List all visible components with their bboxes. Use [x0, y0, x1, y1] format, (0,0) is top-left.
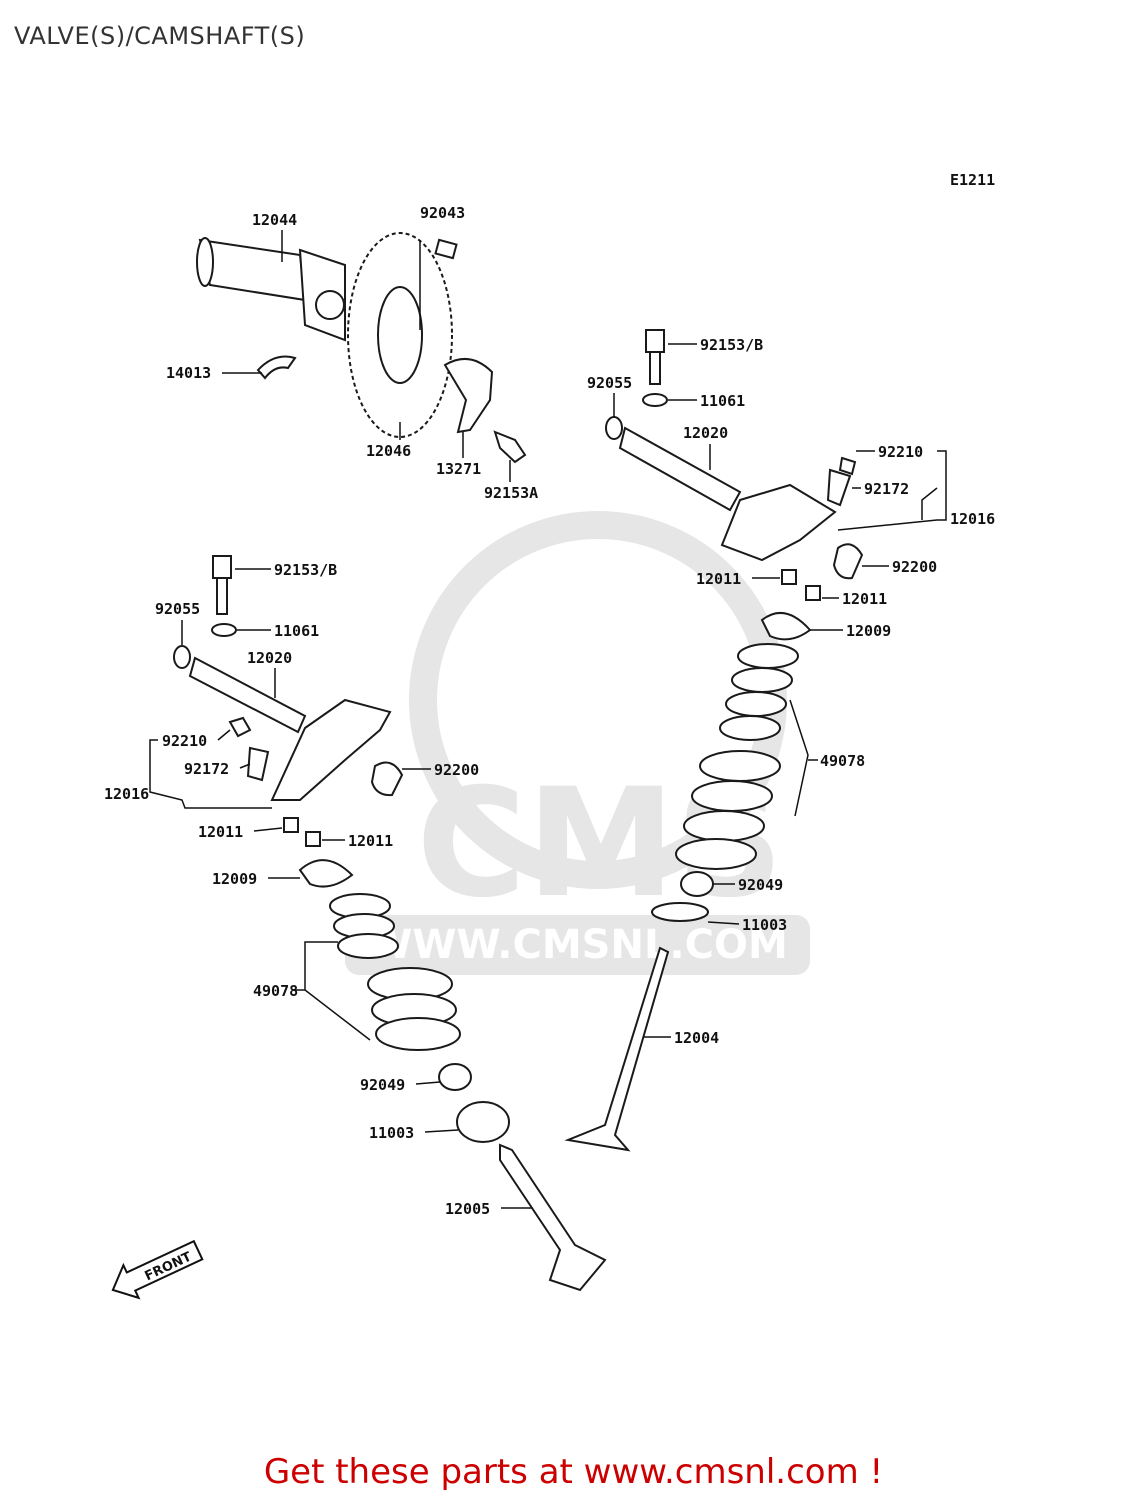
- rocker-shaft-right: [618, 426, 742, 512]
- leader-f12011a: [253, 827, 283, 832]
- label-f12011a: 12011: [198, 823, 243, 841]
- leader-f11003: [424, 1129, 459, 1133]
- nut-left: [228, 716, 252, 738]
- label-14013: 14013: [166, 364, 211, 382]
- label-r12016: 12016: [950, 510, 995, 528]
- label-r92200: 92200: [892, 558, 937, 576]
- label-f11061: 11061: [274, 622, 319, 640]
- camshaft-part: [196, 237, 346, 342]
- front-arrow: FRONT: [111, 1239, 204, 1300]
- label-f12005: 12005: [445, 1200, 490, 1218]
- label-f92210: 92210: [162, 732, 207, 750]
- keeper-right-b: [805, 585, 821, 601]
- leader-f92049: [415, 1081, 441, 1085]
- label-r12011b: 12011: [842, 590, 887, 608]
- spring-seat-left: [456, 1101, 510, 1143]
- valve-exhaust-12004: [564, 946, 670, 1152]
- adjuster-left: [246, 746, 270, 782]
- valve-intake-12005: [499, 1143, 607, 1292]
- leader-f92172: [239, 763, 251, 769]
- label-r92049: 92049: [738, 876, 783, 894]
- rocker-shaft-left: [188, 656, 307, 734]
- bracket-f49078: [304, 941, 371, 1041]
- spring-inner-left: [367, 967, 461, 1051]
- rocker-bolt-right: [645, 329, 665, 385]
- label-r92153B: 92153/B: [700, 336, 763, 354]
- label-f92055: 92055: [155, 600, 200, 618]
- label-r92172: 92172: [864, 480, 909, 498]
- bracket-r12016: [837, 450, 947, 531]
- leader-r11003: [707, 921, 740, 925]
- rocker-arm-right: [720, 483, 837, 562]
- label-r12020: 12020: [683, 424, 728, 442]
- key-part-92043: [434, 238, 458, 260]
- footer-cta-link[interactable]: Get these parts at www.cmsnl.com !: [263, 1452, 884, 1492]
- retainer-right: [760, 611, 812, 641]
- label-r11003: 11003: [742, 916, 787, 934]
- valve-seal-left: [438, 1063, 472, 1091]
- label-r12004: 12004: [674, 1029, 719, 1047]
- bracket-r49078: [789, 699, 809, 817]
- rocker-arm-left: [270, 698, 392, 801]
- label-92043: 92043: [420, 204, 465, 222]
- label-12046: 12046: [366, 442, 411, 460]
- label-r92210: 92210: [878, 443, 923, 461]
- label-f92049: 92049: [360, 1076, 405, 1094]
- label-f12009: 12009: [212, 870, 257, 888]
- label-r49078: 49078: [820, 752, 865, 770]
- label-f92172: 92172: [184, 760, 229, 778]
- label-r11061: 11061: [700, 392, 745, 410]
- rocker-bolt-left: [212, 555, 232, 615]
- label-f12016: 12016: [104, 785, 149, 803]
- bracket-f12016: [149, 739, 272, 809]
- label-13271: 13271: [436, 460, 481, 478]
- nut-right: [838, 456, 857, 476]
- label-12044: 12044: [252, 211, 297, 229]
- watermark: CMS WWW.CMSNL.COM: [345, 511, 810, 975]
- gasket-right-92200: [832, 543, 864, 580]
- halfmoon-part-14013: [256, 355, 297, 380]
- keeper-right-a: [781, 569, 797, 585]
- bolt-part-92153A: [493, 430, 527, 464]
- oring-left: [173, 645, 191, 669]
- gasket-left-92200: [370, 761, 404, 797]
- retainer-left: [298, 859, 354, 888]
- watermark-url: WWW.CMSNL.COM: [368, 922, 788, 968]
- label-f92153B: 92153/B: [274, 561, 337, 579]
- label-f49078: 49078: [253, 982, 298, 1000]
- leader-f92210: [217, 729, 231, 741]
- keeper-left-b: [305, 831, 321, 847]
- label-r12009: 12009: [846, 622, 891, 640]
- washer-left: [211, 623, 237, 637]
- plate-part-13271: [443, 357, 494, 434]
- valve-seal-right: [680, 871, 714, 897]
- label-f11003: 11003: [369, 1124, 414, 1142]
- keeper-left-a: [283, 817, 299, 833]
- spring-outer-left: [329, 893, 399, 959]
- spring-seat-right: [651, 902, 709, 922]
- cam-sprocket-part: [347, 232, 453, 438]
- bracket-r12016-inner: [921, 487, 938, 520]
- spring-outer-right: [719, 643, 799, 741]
- page-title: VALVE(S)/CAMSHAFT(S): [14, 22, 306, 50]
- watermark-banner: [345, 915, 810, 975]
- label-f12020: 12020: [247, 649, 292, 667]
- label-r12011a: 12011: [696, 570, 741, 588]
- label-f12011b: 12011: [348, 832, 393, 850]
- oring-right: [605, 416, 623, 440]
- label-r92055: 92055: [587, 374, 632, 392]
- washer-right: [642, 393, 668, 407]
- adjuster-right: [826, 468, 852, 507]
- diagram-code: E1211: [950, 171, 995, 189]
- label-f92200: 92200: [434, 761, 479, 779]
- spring-inner-right: [675, 750, 781, 870]
- label-92153A: 92153A: [484, 484, 538, 502]
